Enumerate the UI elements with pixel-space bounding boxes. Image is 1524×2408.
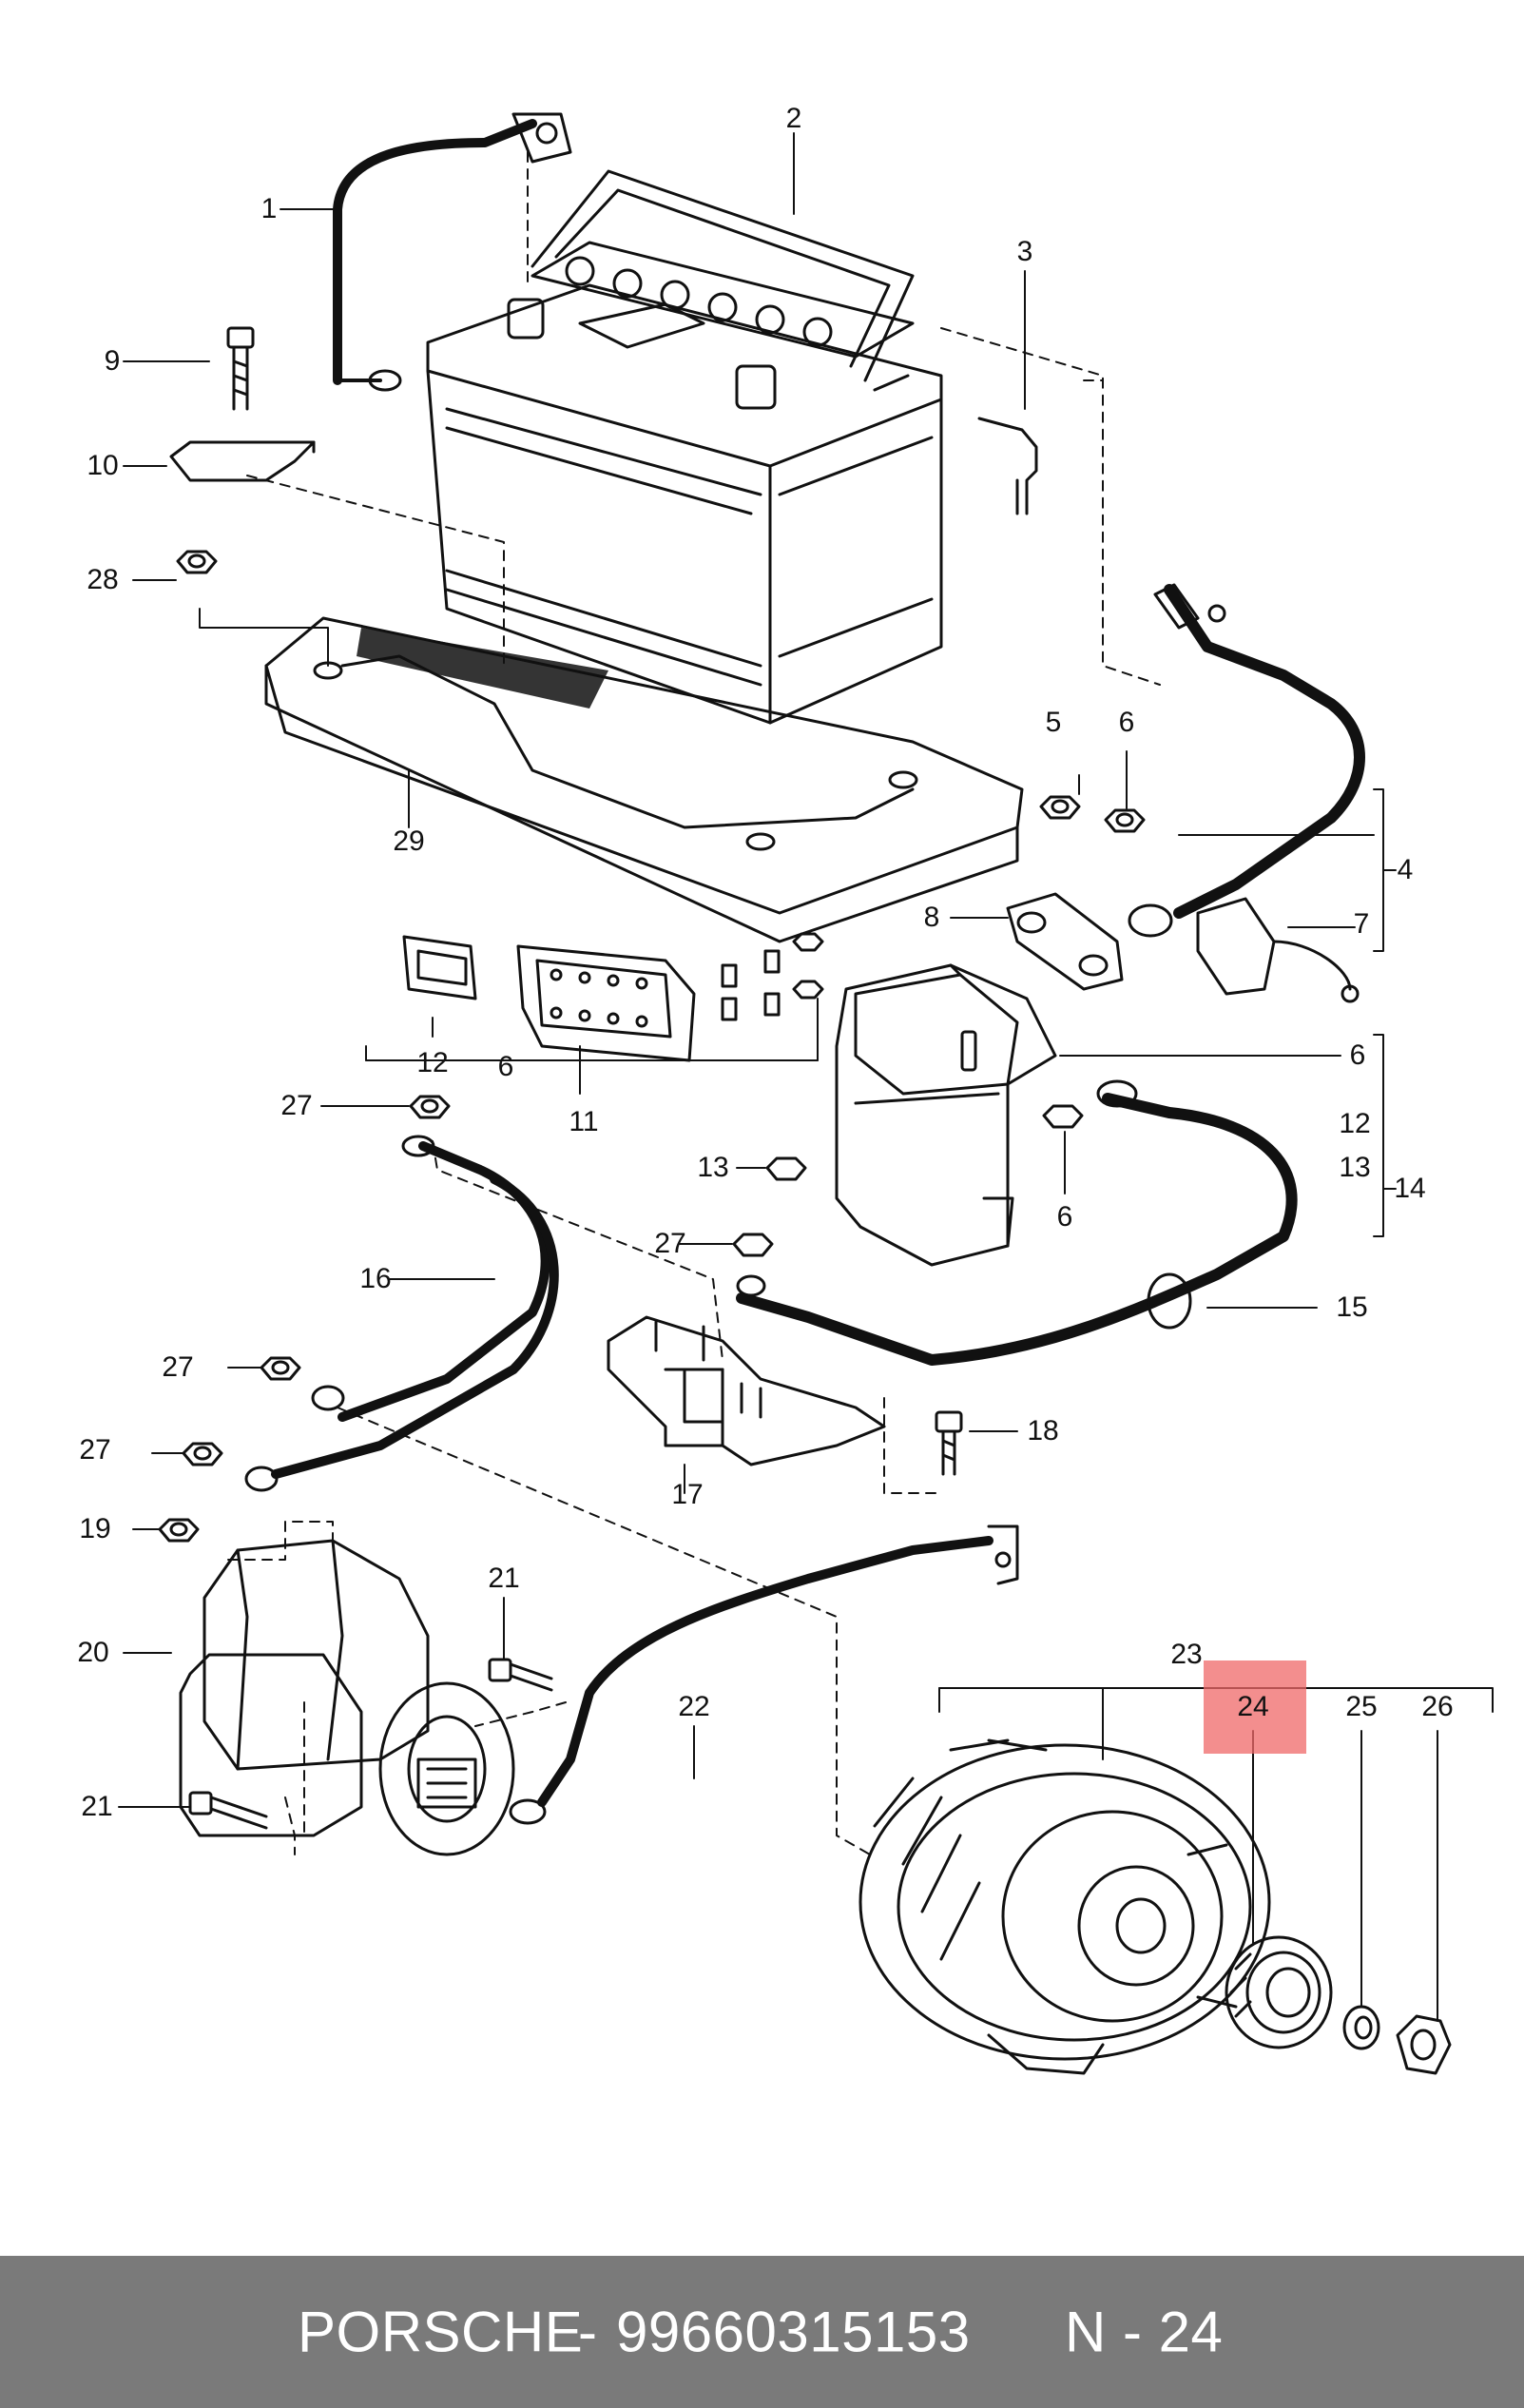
- fuse-holder-17: [607, 1315, 886, 1466]
- leader-lines: [118, 132, 1494, 2022]
- callout-3: 3: [1016, 236, 1033, 267]
- callout-27-bottom: 27: [79, 1434, 111, 1466]
- brand-separator: -: [578, 2300, 598, 2364]
- cable-16: [244, 1135, 559, 1492]
- cable-22: [509, 1524, 1019, 1825]
- plate-8: [1006, 892, 1124, 991]
- cable-15: [736, 1079, 1298, 1366]
- callout-20: 20: [77, 1637, 109, 1668]
- callout-6-nut: 6: [1118, 707, 1135, 738]
- callout-23: 23: [1170, 1639, 1203, 1670]
- part-info-bar: PORSCHE - 99660315153 N - 24: [0, 2256, 1524, 2408]
- ground-bolt-3: [977, 417, 1038, 515]
- callout-21-top: 21: [488, 1563, 520, 1594]
- bracket-10: [169, 440, 316, 482]
- bolt-21a: [488, 1658, 553, 1692]
- callout-26: 26: [1421, 1691, 1454, 1722]
- fuse-12: [402, 935, 477, 1000]
- starter-20: [179, 1539, 515, 1856]
- callout-22: 22: [678, 1691, 710, 1722]
- callout-7: 7: [1353, 908, 1370, 940]
- bolt-21b: [188, 1791, 268, 1830]
- callout-27-mid: 27: [654, 1228, 686, 1259]
- callout-highlight: [1204, 1660, 1306, 1754]
- callout-14: 14: [1394, 1173, 1426, 1204]
- callout-27-top: 27: [280, 1090, 313, 1121]
- callout-12-box: 12: [1339, 1108, 1371, 1139]
- nut-6-lower: [1042, 1104, 1084, 1129]
- callout-17: 17: [671, 1479, 704, 1510]
- diagram-position: N - 24: [1065, 2300, 1224, 2364]
- nut-27b: [732, 1233, 774, 1257]
- cable-1: [333, 112, 572, 392]
- callout-2: 2: [785, 103, 802, 134]
- callout-13-box: 13: [1339, 1152, 1371, 1183]
- callout-1: 1: [260, 193, 278, 224]
- nut-27a: [409, 1095, 451, 1119]
- parts-diagram: 1 2 3 4 5 6 7 8 9 10 28 29 12 6 11 6 12 …: [77, 103, 1494, 2075]
- nut-26: [1396, 2014, 1452, 2075]
- fuse-carrier-11: [516, 944, 696, 1062]
- bolt-9: [226, 326, 255, 411]
- callout-6-parts: 6: [497, 1051, 514, 1082]
- small-parts-6: [721, 932, 824, 1021]
- callout-6-lower: 6: [1056, 1201, 1073, 1233]
- callout-12-fuse: 12: [416, 1047, 449, 1078]
- dashed-lines: [227, 151, 1161, 1855]
- callout-19: 19: [79, 1513, 111, 1544]
- callout-29: 29: [393, 825, 425, 857]
- callout-27-lower: 27: [162, 1351, 194, 1383]
- callout-5: 5: [1045, 707, 1062, 738]
- nut-5: [1039, 795, 1081, 820]
- battery-tray: [264, 616, 1024, 943]
- battery: [426, 169, 943, 725]
- nut-13: [765, 1156, 807, 1181]
- washer-25: [1342, 2005, 1380, 2050]
- nut-28: [176, 550, 218, 574]
- nut-27c: [260, 1356, 301, 1381]
- callout-24: 24: [1237, 1691, 1269, 1722]
- callout-4: 4: [1397, 854, 1414, 885]
- callout-25: 25: [1345, 1691, 1378, 1722]
- diagram-drawing: [118, 112, 1494, 2075]
- nut-6: [1104, 808, 1146, 833]
- callout-8: 8: [923, 902, 940, 933]
- callout-9: 9: [104, 345, 121, 377]
- callout-16: 16: [359, 1263, 392, 1294]
- part-number: 99660315153: [616, 2300, 971, 2364]
- callout-10: 10: [87, 450, 119, 481]
- bolt-18: [935, 1410, 963, 1476]
- callout-13-nut: 13: [697, 1152, 729, 1183]
- callout-11: 11: [569, 1106, 599, 1137]
- callout-6-box: 6: [1349, 1039, 1366, 1071]
- cable-4: [1128, 583, 1365, 938]
- callout-21-bottom: 21: [81, 1791, 113, 1822]
- pulley-24: [1225, 1935, 1333, 2049]
- fuse-box-14: [835, 963, 1057, 1267]
- clip-7: [1196, 897, 1360, 1003]
- nut-19: [158, 1518, 200, 1543]
- brand-name: PORSCHE: [298, 2300, 584, 2364]
- callout-15: 15: [1336, 1291, 1368, 1323]
- callout-18: 18: [1027, 1415, 1059, 1447]
- callout-28: 28: [87, 564, 119, 595]
- alternator-23: [858, 1738, 1271, 2075]
- nut-27d: [182, 1442, 223, 1466]
